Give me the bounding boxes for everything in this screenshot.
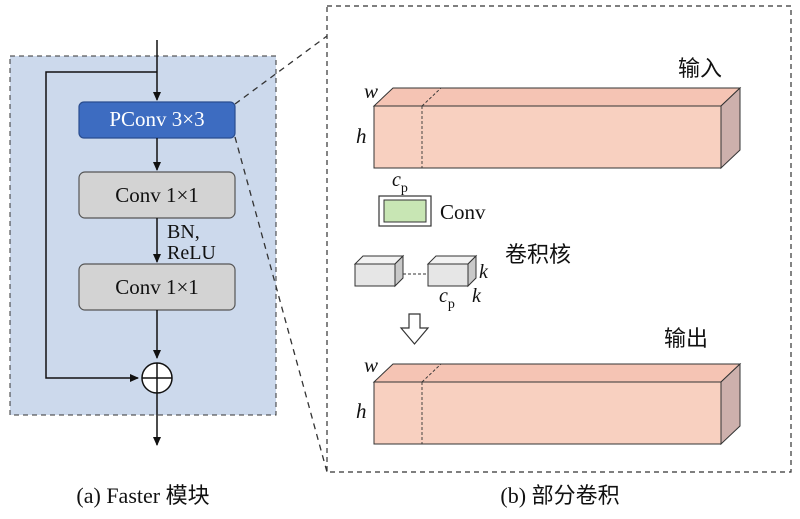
output-label: 输出 bbox=[664, 326, 708, 351]
relu-label: ReLU bbox=[167, 242, 216, 264]
zoom-line-bottom bbox=[234, 136, 328, 473]
input-label: 输入 bbox=[678, 56, 722, 81]
kernel-cube-2 bbox=[426, 254, 478, 288]
panel-b-caption: (b) 部分卷积 bbox=[500, 483, 619, 508]
bn-label: BN, bbox=[167, 221, 200, 243]
kernel-cp-label: cp bbox=[439, 285, 455, 312]
conv2-label: Conv 1×1 bbox=[115, 275, 199, 299]
output-tensor-top bbox=[372, 363, 742, 383]
conv1-label: Conv 1×1 bbox=[115, 183, 199, 207]
zoom-line-top bbox=[234, 35, 328, 105]
input-partial-divider-top bbox=[421, 87, 442, 107]
output-tensor bbox=[372, 362, 742, 446]
pconv-label: PConv 3×3 bbox=[109, 107, 204, 131]
input-cp-label: cp bbox=[392, 169, 408, 196]
input-w-label: w bbox=[364, 79, 378, 103]
output-tensor-front bbox=[373, 381, 722, 445]
kernel-k-label-top: k bbox=[479, 261, 489, 283]
output-partial-divider-top bbox=[421, 363, 442, 383]
input-tensor-front bbox=[373, 105, 722, 169]
conv-op-label: Conv bbox=[440, 200, 486, 224]
output-h-label: h bbox=[356, 399, 367, 423]
input-tensor-top bbox=[372, 87, 742, 107]
skip-connection-line bbox=[45, 71, 157, 382]
kernel-cube-1 bbox=[353, 254, 405, 288]
kernel-label: 卷积核 bbox=[505, 242, 571, 267]
input-tensor bbox=[372, 86, 742, 170]
input-h-label: h bbox=[356, 124, 367, 148]
output-w-label: w bbox=[364, 353, 378, 377]
partial-conv-frame bbox=[326, 5, 792, 473]
kernel-k-label-bottom: k bbox=[472, 285, 482, 307]
add-operator-icon bbox=[141, 362, 173, 394]
partial-conv-panel: 输入 w h cp Conv 卷积核 k k cp bbox=[326, 5, 792, 508]
conv-op-icon bbox=[378, 195, 432, 227]
hollow-down-arrow-icon bbox=[399, 313, 430, 345]
faster-block-panel: PConv 3×3 Conv 1×1 BN, ReLU Conv 1×1 (a)… bbox=[9, 40, 277, 508]
panel-a-caption: (a) Faster 模块 bbox=[76, 483, 209, 508]
